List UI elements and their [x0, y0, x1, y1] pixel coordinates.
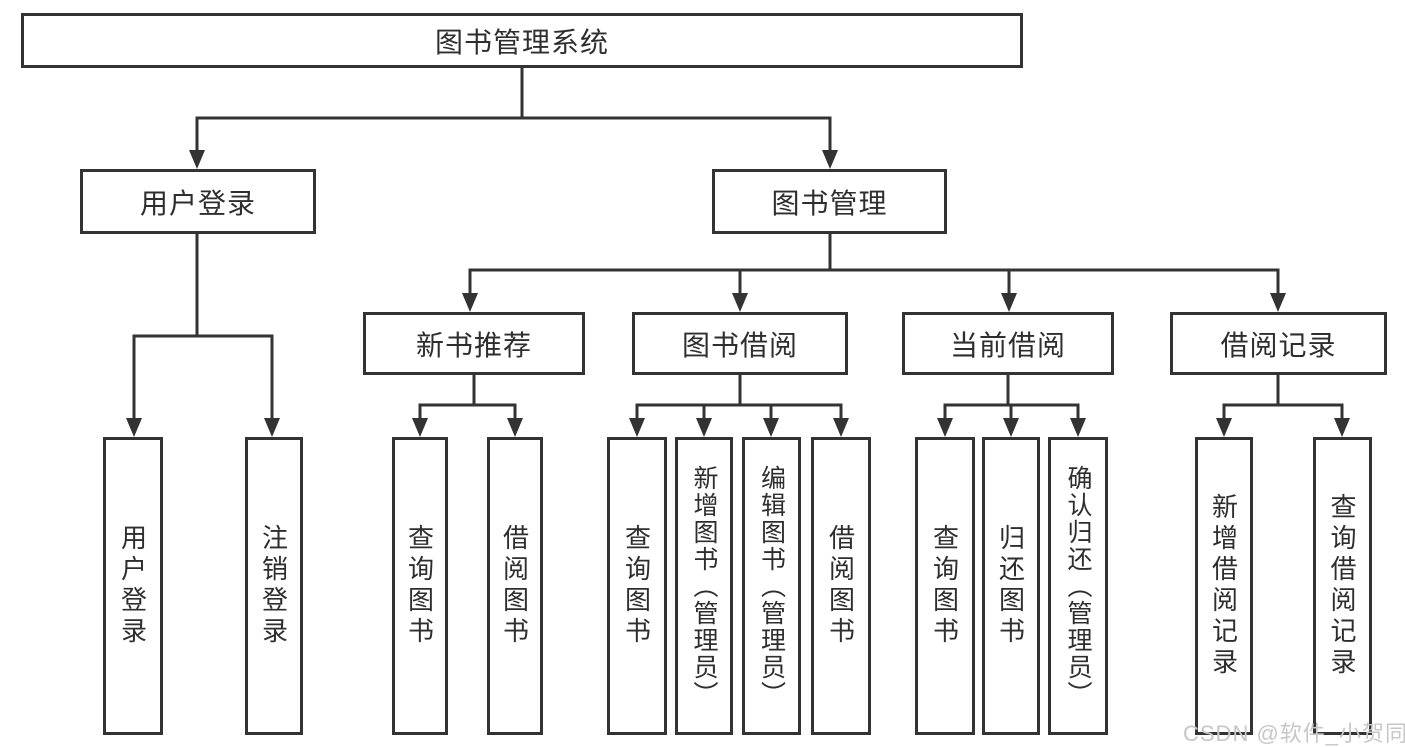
leaf-query-books-current-label: 查询图书 — [929, 524, 960, 648]
leaf-return-book: 归还图书 — [982, 437, 1040, 735]
leaf-user-login: 用户登录 — [103, 437, 163, 735]
leaf-add-book-admin-label: 新增图书（管理员） — [690, 464, 718, 708]
leaf-borrow-books-recommend: 借阅图书 — [487, 437, 543, 735]
node-borrowing-records-label: 借阅记录 — [1220, 329, 1337, 361]
leaf-add-book-admin: 新增图书（管理员） — [675, 437, 733, 735]
node-current-borrowing-label: 当前借阅 — [949, 329, 1066, 361]
leaf-query-borrow-record: 查询借阅记录 — [1313, 437, 1372, 735]
node-user-login-label: 用户登录 — [139, 187, 256, 219]
leaf-add-borrow-record: 新增借阅记录 — [1195, 437, 1253, 735]
node-book-borrowing: 图书借阅 — [632, 312, 848, 375]
watermark: CSDN @软件_小贺同学 — [1183, 721, 1405, 746]
node-user-login: 用户登录 — [80, 169, 316, 234]
leaf-edit-book-admin-label: 编辑图书（管理员） — [757, 464, 786, 708]
leaf-query-borrow-record-label: 查询借阅记录 — [1327, 493, 1357, 679]
arrowheads — [126, 150, 1350, 437]
leaf-edit-book-admin: 编辑图书（管理员） — [742, 437, 801, 735]
node-root: 图书管理系统 — [21, 13, 1023, 68]
leaf-user-login-label: 用户登录 — [117, 524, 148, 648]
leaf-confirm-return-admin-label: 确认归还（管理员） — [1064, 464, 1092, 708]
node-book-management-label: 图书管理 — [771, 187, 888, 219]
leaf-logout-label: 注销登录 — [258, 524, 289, 648]
leaf-query-books-current: 查询图书 — [915, 437, 975, 735]
node-current-borrowing: 当前借阅 — [902, 312, 1114, 375]
leaf-query-books-borrow-label: 查询图书 — [621, 524, 652, 648]
leaf-borrow-books-recommend-label: 借阅图书 — [499, 524, 530, 648]
leaf-add-borrow-record-label: 新增借阅记录 — [1208, 493, 1239, 679]
node-borrowing-records: 借阅记录 — [1170, 312, 1387, 375]
leaf-borrow-books: 借阅图书 — [811, 437, 871, 735]
node-book-borrowing-label: 图书借阅 — [681, 329, 798, 361]
leaf-borrow-books-label: 借阅图书 — [825, 524, 856, 648]
node-new-book-recommend-label: 新书推荐 — [415, 329, 532, 361]
leaf-return-book-label: 归还图书 — [995, 524, 1026, 648]
leaf-query-books-recommend-label: 查询图书 — [404, 524, 435, 648]
leaf-logout: 注销登录 — [245, 437, 303, 735]
node-new-book-recommend: 新书推荐 — [363, 312, 585, 375]
leaf-query-books-borrow: 查询图书 — [607, 437, 667, 735]
node-root-label: 图书管理系统 — [434, 26, 609, 58]
leaf-confirm-return-admin: 确认归还（管理员） — [1048, 437, 1108, 735]
connector-edges — [132, 68, 1344, 420]
node-book-management: 图书管理 — [712, 169, 947, 234]
leaf-query-books-recommend: 查询图书 — [392, 437, 448, 735]
